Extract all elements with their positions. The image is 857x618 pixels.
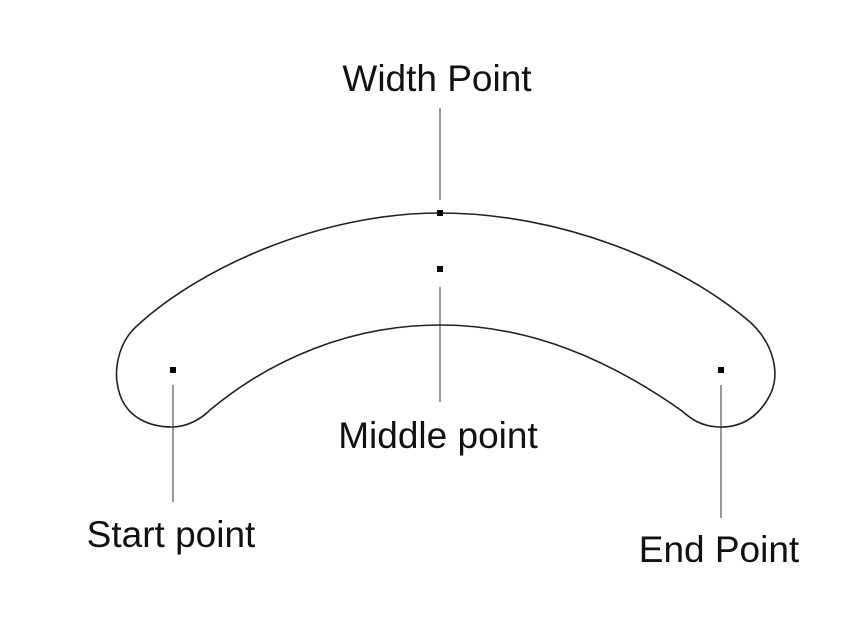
curved-band-outline	[115, 212, 776, 428]
end-point-label: End Point	[639, 529, 800, 570]
start-point-label: Start point	[87, 514, 256, 555]
middle-point-label: Middle point	[338, 415, 538, 456]
end-point-marker	[718, 367, 724, 373]
middle-point-marker	[437, 266, 443, 272]
start-point-marker	[170, 367, 176, 373]
width-point-label: Width Point	[342, 58, 532, 99]
width-point-marker	[437, 210, 443, 216]
